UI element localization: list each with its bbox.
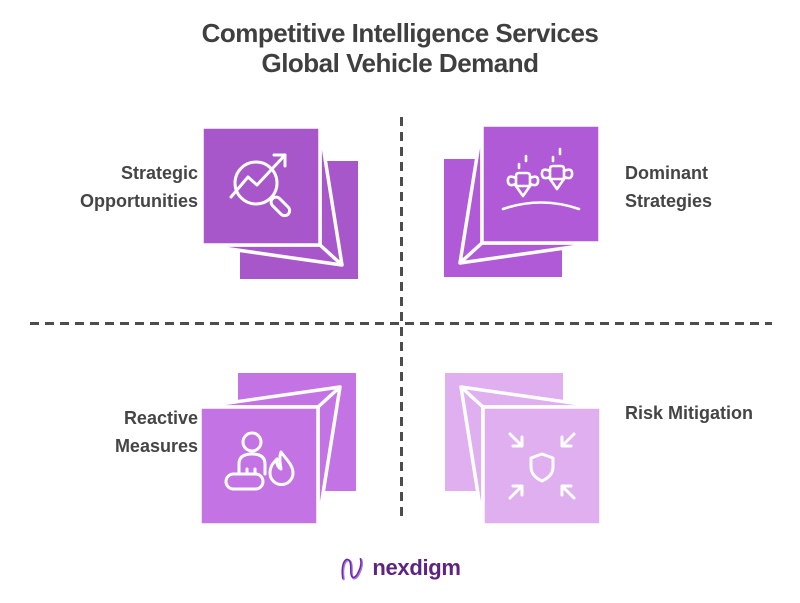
nexdigm-logo-mark-icon <box>341 557 364 581</box>
cube-strategic-opportunities <box>200 125 358 279</box>
label-line: Dominant <box>625 163 708 183</box>
label-line: Opportunities <box>80 191 198 211</box>
label-reactive-measures: Reactive Measures <box>30 404 198 460</box>
cube-edge-line <box>316 385 342 409</box>
cube-front-face <box>480 123 602 245</box>
cube-dominant-strategies <box>444 123 602 277</box>
label-risk-mitigation: Risk Mitigation <box>625 399 800 427</box>
cube-front-face <box>198 405 320 527</box>
page-title-line2: Global Vehicle Demand <box>261 48 539 78</box>
cube-front-face <box>200 125 322 247</box>
cube-reactive-measures <box>198 373 356 527</box>
cube-edge-line <box>459 385 485 409</box>
page-title: Competitive Intelligence Services Global… <box>0 18 800 78</box>
label-line: Risk Mitigation <box>625 403 754 423</box>
label-dominant-strategies: Dominant Strategies <box>625 159 795 215</box>
cube-edge-line <box>458 241 484 265</box>
label-line: Strategic <box>120 163 198 183</box>
label-line: Reactive <box>123 408 198 428</box>
brand-logo: nexdigm <box>0 553 800 583</box>
page-title-line1: Competitive Intelligence Services <box>201 18 599 48</box>
person-extinguish-fire-icon <box>224 431 295 491</box>
magnifier-trend-chart-icon <box>229 153 292 218</box>
shield-compress-arrows-icon <box>508 432 576 500</box>
vertical-dashed-divider <box>400 117 403 520</box>
cube-edge-line <box>318 243 344 267</box>
label-line: Measures <box>114 436 198 456</box>
falling-bombs-icon <box>501 147 581 211</box>
nexdigm-logo-text: nexdigm <box>372 555 461 580</box>
label-strategic-opportunities: Strategic Opportunities <box>30 159 198 215</box>
cube-risk-mitigation <box>445 373 603 527</box>
horizontal-dashed-divider <box>30 322 772 325</box>
label-line: Strategies <box>625 191 713 211</box>
cube-front-face <box>481 405 603 527</box>
